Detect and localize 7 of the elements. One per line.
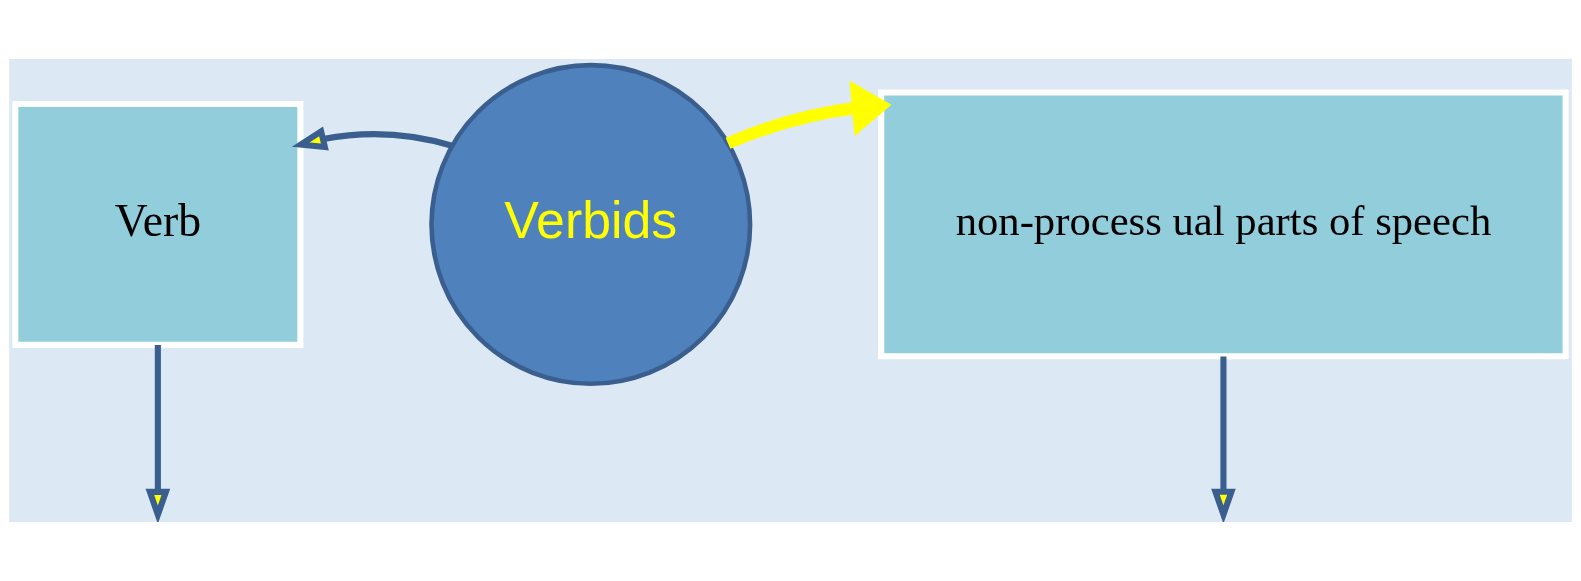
arrow bbox=[145, 345, 171, 522]
arrow bbox=[1211, 356, 1236, 522]
node-box: Verb bbox=[12, 100, 304, 348]
node-circle: Verbids bbox=[429, 62, 753, 386]
arrow bbox=[291, 126, 453, 151]
node-box: non-process ual parts of speech bbox=[878, 89, 1569, 360]
arrow bbox=[725, 80, 892, 149]
